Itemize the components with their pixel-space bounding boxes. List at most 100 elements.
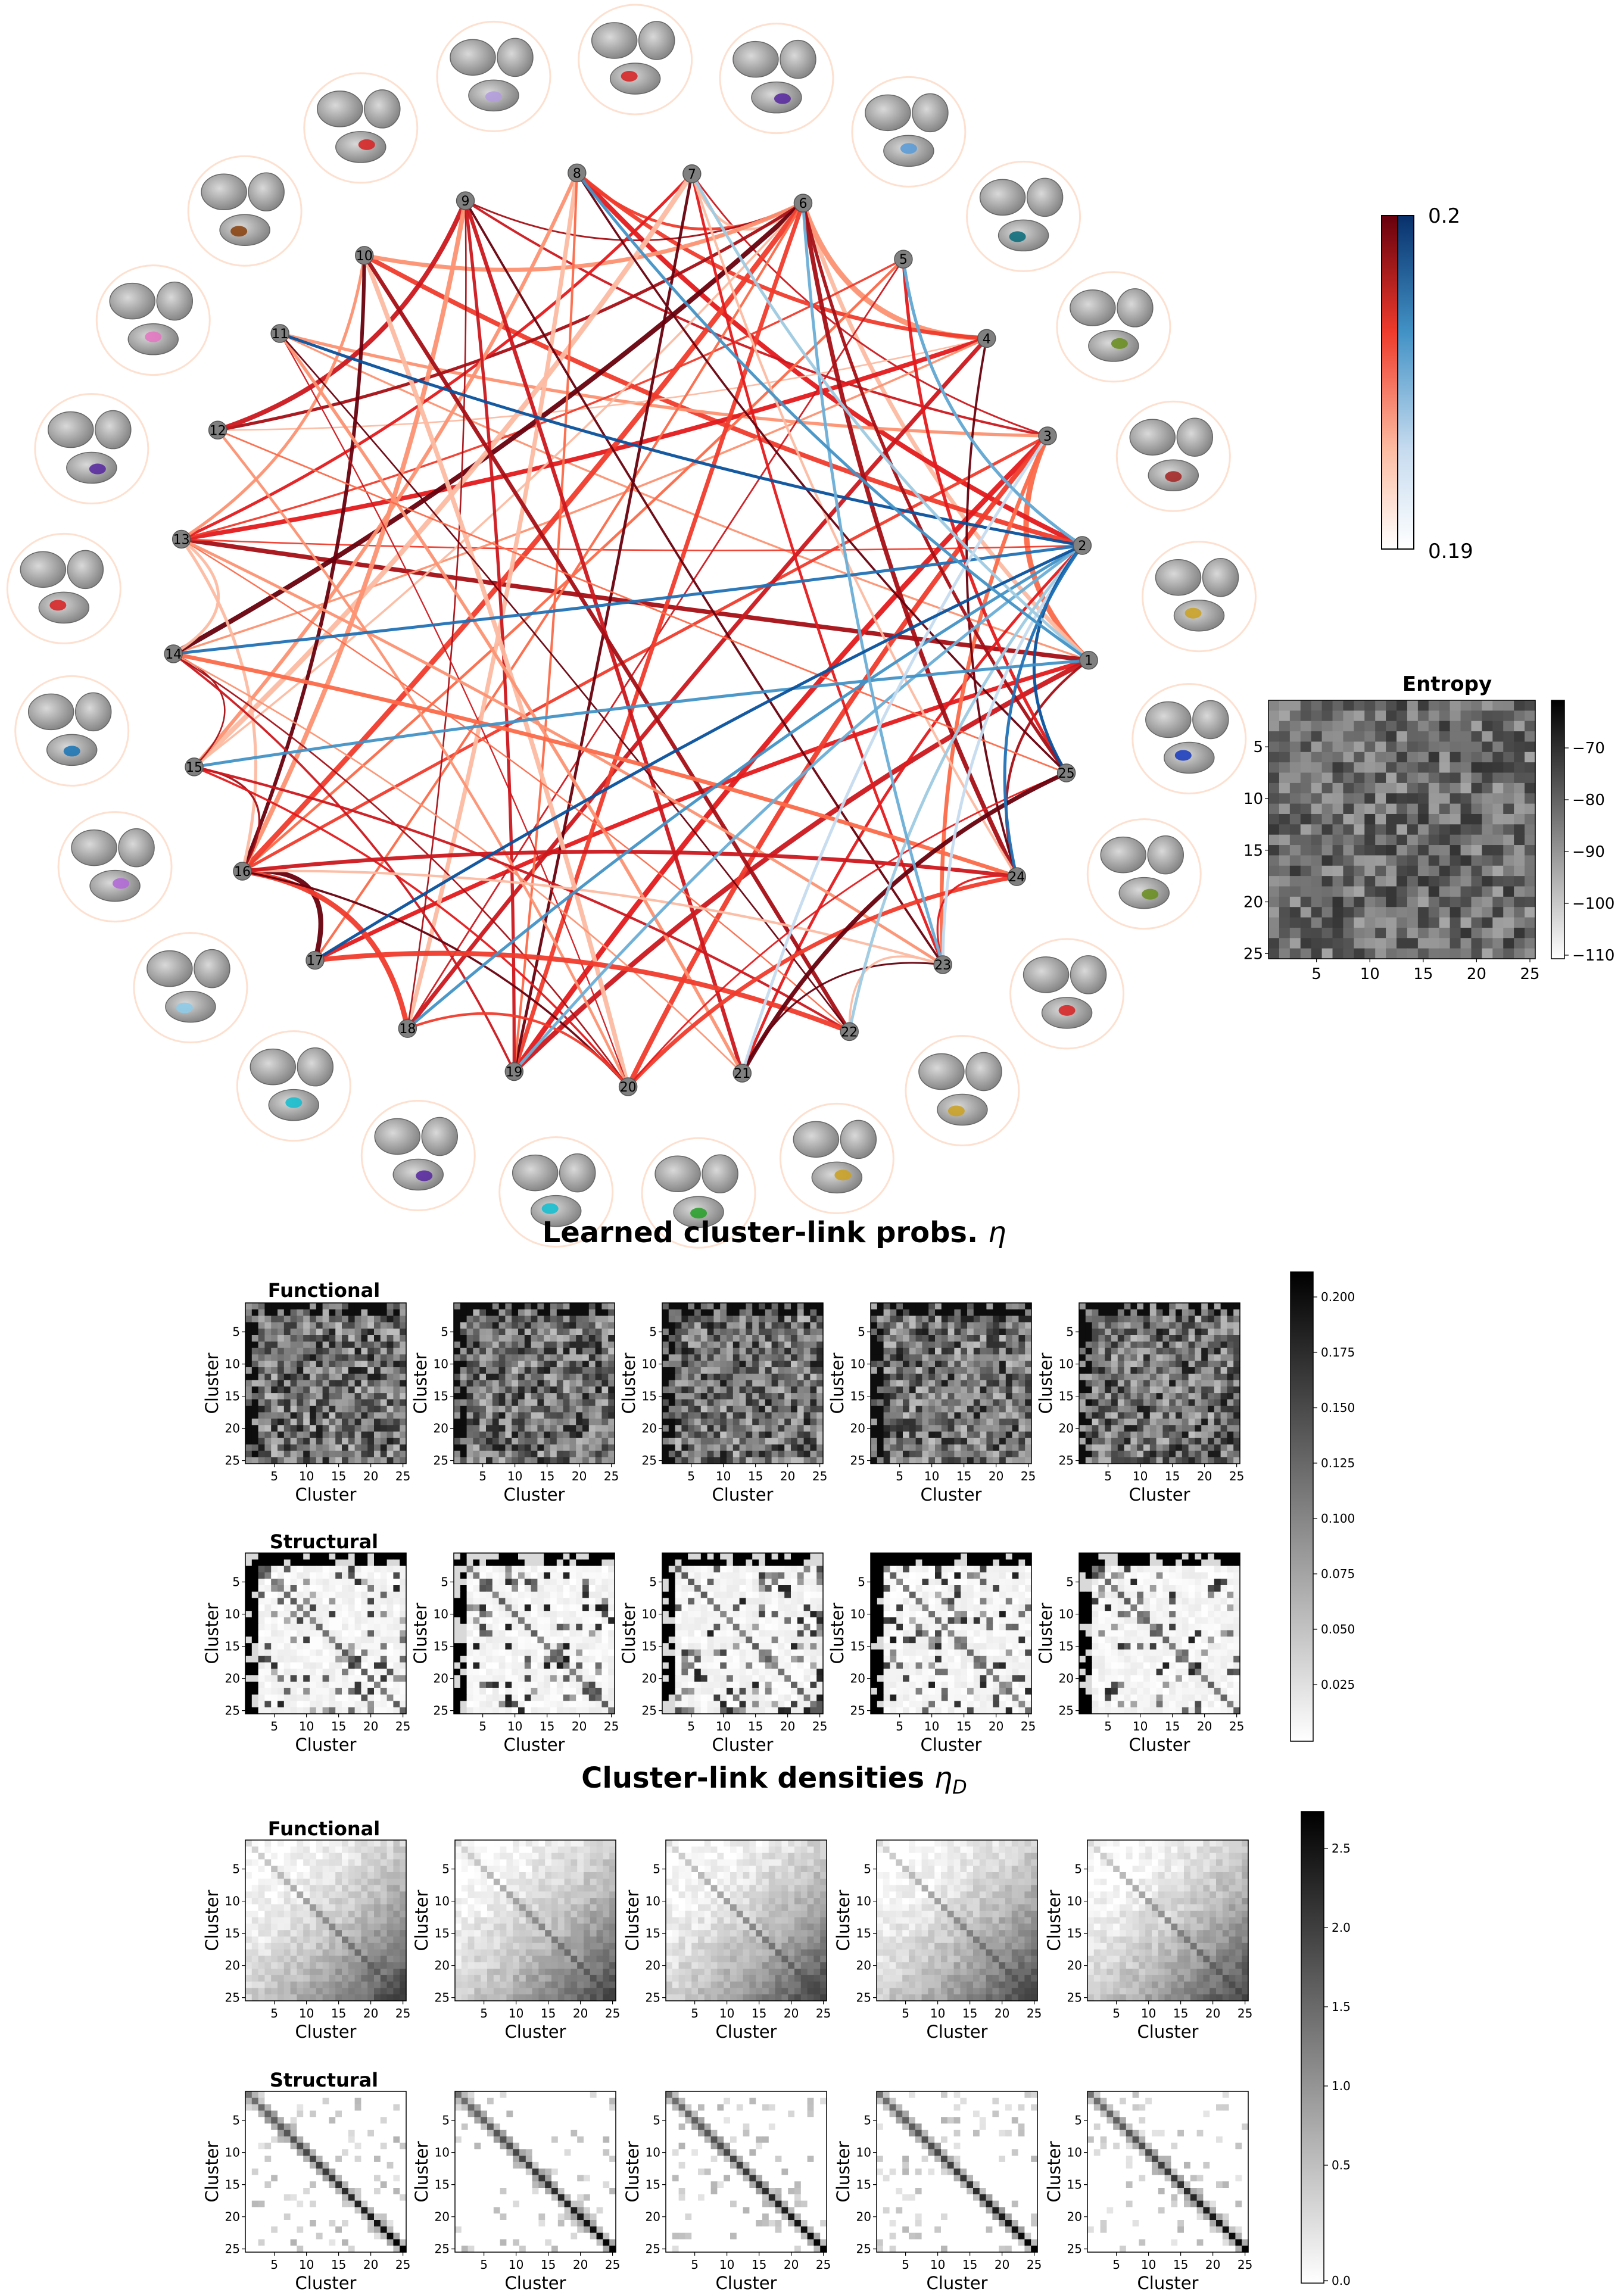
matrix-cell: [601, 1418, 609, 1426]
matrix-cell: [816, 1623, 824, 1631]
matrix-cell: [608, 1418, 615, 1426]
matrix-cell: [1514, 938, 1525, 949]
matrix-cell: [601, 1315, 609, 1323]
matrix-cell: [1492, 938, 1504, 949]
colorbar-red-strip: [1381, 215, 1398, 550]
matrix-cell: [694, 1553, 702, 1560]
matrix-cell: [759, 1585, 766, 1592]
matrix-cell: [531, 1675, 538, 1682]
matrix-cell: [512, 1315, 519, 1323]
matrix-cell: [335, 1643, 342, 1650]
matrix-cell: [746, 1623, 753, 1631]
matrix-cell: [759, 1675, 766, 1682]
matrix-cell: [803, 1655, 811, 1663]
matrix-cell: [303, 1630, 310, 1637]
matrix-cell: [563, 1322, 570, 1329]
matrix-cell: [1525, 948, 1536, 959]
matrix-cell: [283, 1707, 291, 1714]
matrix-cell: [771, 1412, 778, 1419]
matrix-cell: [1503, 824, 1514, 835]
matrix-cell: [348, 1591, 356, 1599]
matrix-cell: [601, 1553, 609, 1560]
matrix-cell: [1311, 752, 1323, 763]
matrix-cell: [329, 1373, 336, 1381]
matrix-cell: [258, 1303, 265, 1310]
matrix-cell: [303, 1322, 310, 1329]
matrix-cell: [454, 1649, 461, 1657]
matrix-cell: [271, 1329, 278, 1336]
matrix-cell: [1332, 948, 1344, 959]
matrix-cell: [400, 1432, 407, 1439]
matrix-cell: [537, 1694, 544, 1701]
matrix-cell: [778, 1643, 785, 1650]
matrix-cell: [707, 1566, 714, 1573]
matrix-cell: [1471, 731, 1482, 743]
matrix-cell: [245, 1688, 253, 1695]
matrix-cell: [264, 1432, 272, 1439]
matrix-cell: [297, 1354, 304, 1361]
matrix-cell: [999, 1309, 1006, 1317]
matrix-cell: [486, 1335, 493, 1342]
matrix-cell: [251, 1662, 259, 1669]
matrix-cell: [486, 1649, 493, 1657]
matrix-cell: [1439, 741, 1451, 753]
matrix-cell: [271, 1591, 278, 1599]
matrix-cell: [1300, 824, 1312, 835]
matrix-cell: [297, 1373, 304, 1381]
y-tick-label: 25: [642, 1704, 657, 1718]
matrix-cell: [1471, 855, 1482, 866]
matrix-cell: [707, 1611, 714, 1618]
matrix-cell: [727, 1309, 734, 1317]
matrix-cell: [967, 1329, 974, 1336]
matrix-cell: [505, 1688, 512, 1695]
matrix-cell: [746, 1553, 753, 1560]
brain-lateral-view-icon: [374, 1118, 421, 1155]
matrix-cell: [810, 1412, 817, 1419]
matrix-cell: [668, 1354, 676, 1361]
matrix-cell: [264, 1630, 272, 1637]
matrix-cell: [271, 1611, 278, 1618]
matrix-cell: [816, 1432, 824, 1439]
matrix-cell: [1417, 741, 1429, 753]
matrix-cell: [1417, 752, 1429, 763]
matrix-cell: [588, 1432, 596, 1439]
matrix-cell: [707, 1655, 714, 1663]
matrix-cell: [342, 1701, 349, 1708]
matrix-cell: [662, 1303, 669, 1310]
network-node-label: 23: [934, 958, 951, 973]
matrix-cell: [550, 1303, 557, 1310]
matrix-cell: [1503, 917, 1514, 928]
matrix-cell: [544, 1393, 551, 1400]
brain-lateral-view-icon: [48, 411, 94, 448]
matrix-cell: [746, 1399, 753, 1407]
matrix-cell: [1514, 865, 1525, 877]
matrix-cell: [386, 1335, 394, 1342]
matrix-cell: [310, 1662, 317, 1669]
matrix-cell: [473, 1559, 480, 1567]
matrix-cell: [278, 1432, 285, 1439]
matrix-cell: [498, 1553, 506, 1560]
y-tick-label: 15: [434, 1389, 448, 1404]
matrix-cell: [486, 1341, 493, 1349]
matrix-cell: [688, 1553, 695, 1560]
y-tick-label: 25: [434, 1454, 448, 1468]
brain-frontal-view-icon: [638, 21, 675, 60]
matrix-cell: [473, 1303, 480, 1310]
matrix-cell: [732, 1303, 740, 1310]
matrix-cell: [1289, 793, 1301, 805]
matrix-cell: [492, 1399, 500, 1407]
matrix-cell: [595, 1303, 602, 1310]
matrix-cell: [700, 1694, 708, 1701]
matrix-cell: [1417, 700, 1429, 711]
matrix-cell: [283, 1623, 291, 1631]
matrix-cell: [569, 1630, 576, 1637]
matrix-cell: [322, 1354, 329, 1361]
matrix-cell: [264, 1694, 272, 1701]
entropy-colorbar-ticks: −70−80−90−100−110: [1564, 740, 1614, 965]
matrix-cell: [662, 1643, 669, 1650]
matrix-cell: [544, 1559, 551, 1567]
matrix-cell: [348, 1309, 356, 1317]
brain-thumbnail-icon: [1131, 682, 1247, 794]
matrix-cell: [681, 1444, 688, 1451]
matrix-cell: [297, 1636, 304, 1644]
